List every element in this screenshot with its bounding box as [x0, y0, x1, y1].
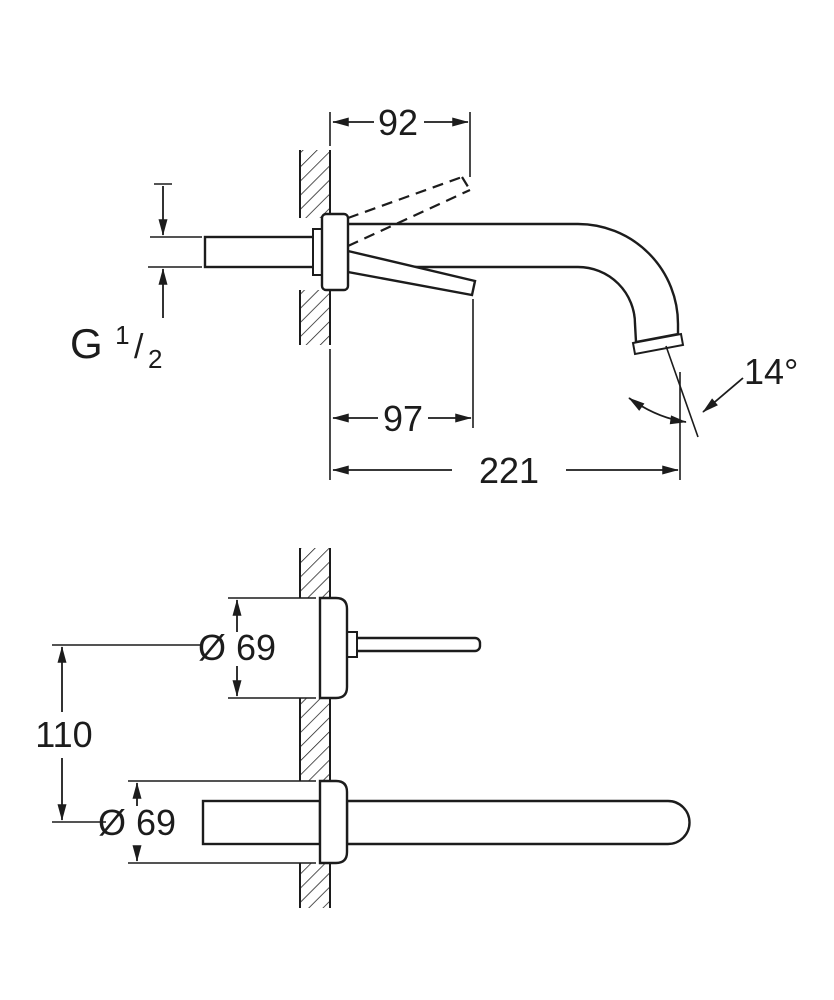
- dimension-221: 221: [332, 372, 681, 491]
- wall-hatch-upper: [299, 150, 331, 218]
- handle-escutcheon-side: [320, 212, 350, 292]
- wall-hatch-plan-3: [299, 863, 331, 908]
- dimension-97: 97: [329, 299, 474, 480]
- wall-hatch-plan-1: [299, 548, 331, 598]
- handle-escutcheon-plan: [318, 596, 349, 700]
- dia69-top-label: Ø 69: [198, 627, 276, 668]
- supply-tube: [203, 235, 324, 269]
- dimension-dia69-top: Ø 69: [198, 597, 316, 699]
- dim-92-label: 92: [378, 102, 418, 143]
- spout-tube-plan: [345, 799, 691, 846]
- dia69-bottom-label: Ø 69: [98, 802, 176, 843]
- dim-221-label: 221: [479, 450, 539, 491]
- plan-view: Ø 69 110 Ø 69: [35, 548, 691, 908]
- spout-concealed-body: [201, 799, 322, 846]
- dimension-14deg: 14°: [628, 345, 798, 438]
- dimension-g-half: G 1 / 2: [70, 183, 202, 374]
- wall-hatch-plan-2: [299, 698, 331, 781]
- dim-110-label: 110: [35, 714, 92, 755]
- spout-profile: [328, 222, 680, 344]
- lever-up-position-dashed: [347, 175, 471, 247]
- wall-hatch-lower: [299, 290, 331, 345]
- spout-aerator-tip: [631, 332, 685, 356]
- angle-14-label: 14°: [744, 351, 798, 392]
- dimension-110: 110: [35, 644, 202, 823]
- thread-size-label: G 1 / 2: [70, 320, 162, 374]
- dim-97-label: 97: [383, 398, 423, 439]
- handle-lever-collar-plan: [346, 631, 358, 658]
- dimension-92: 92: [329, 102, 471, 177]
- dimension-dia69-bottom: Ø 69: [98, 780, 316, 864]
- handle-lever-plan: [345, 636, 482, 653]
- spout-escutcheon-plan: [318, 779, 349, 865]
- side-view: 92 97 221 G 1 / 2: [70, 102, 798, 491]
